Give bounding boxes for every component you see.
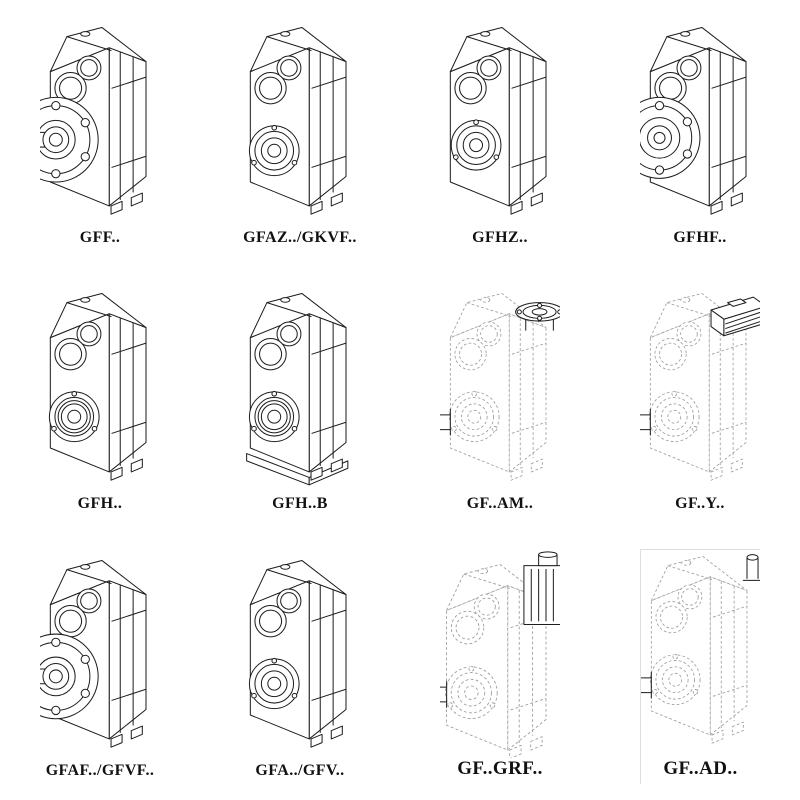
gearbox-drawing-phantom-input-stub (641, 554, 760, 744)
model-label: GFF.. (79, 228, 121, 246)
model-label: GF..Y.. (675, 495, 725, 513)
catalog-cell-gf-y: GF..Y.. (640, 283, 760, 518)
catalog-cell-gf-ad: GF..AD.. (640, 549, 760, 784)
model-label: GF..AD.. (663, 757, 738, 779)
catalog-cell-gff: GFF.. (40, 16, 160, 251)
model-label: GFHZ.. (472, 228, 528, 246)
gearbox-drawing-flange-face (640, 26, 747, 215)
model-label: GFH..B (272, 495, 328, 513)
model-label: GFAF../GFVF.. (45, 761, 155, 779)
gearbox-drawing-hollow-bearing (48, 293, 147, 482)
gearbox-drawing-hollow-foot-mounted (246, 293, 349, 486)
catalog-cell-gfaf-gfvf: GFAF../GFVF.. (40, 549, 160, 784)
model-label: GFH.. (77, 495, 123, 513)
gearbox-drawing-output-flange-shaft (40, 26, 147, 215)
catalog-cell-gfh-b: GFH..B (240, 283, 360, 518)
gearbox-drawing-hollow-bore (248, 26, 347, 215)
catalog-cell-gfaz-gkvf: GFAZ../GKVF.. (240, 16, 360, 251)
gearbox-drawing-hollow-bore (248, 559, 347, 748)
catalog-cell-gfa-gfv: GFA../GFV.. (240, 549, 360, 784)
catalog-cell-gf-am: GF..AM.. (440, 283, 560, 518)
model-label: GFHF.. (673, 228, 727, 246)
model-label: GF..GRF.. (457, 757, 543, 779)
catalog-cell-gfhz: GFHZ.. (440, 16, 560, 251)
model-label: GFAZ../GKVF.. (243, 228, 357, 246)
catalog-cell-gfhf: GFHF.. (640, 16, 760, 251)
gearbox-drawing-output-flange-shaft (40, 559, 147, 748)
catalog-cell-gfh: GFH.. (40, 283, 160, 518)
gearbox-drawing-phantom-mounted-motor (640, 293, 760, 482)
gearbox-drawing-hollow-bore (449, 26, 547, 215)
gearbox-drawing-phantom-motor-flange (440, 293, 560, 482)
gearbox-drawing-phantom-finned-adapter (440, 551, 560, 758)
catalog-cell-gf-grf: GF..GRF.. (440, 549, 560, 784)
model-label: GFA../GFV.. (255, 761, 345, 779)
model-label: GF..AM.. (466, 495, 534, 513)
